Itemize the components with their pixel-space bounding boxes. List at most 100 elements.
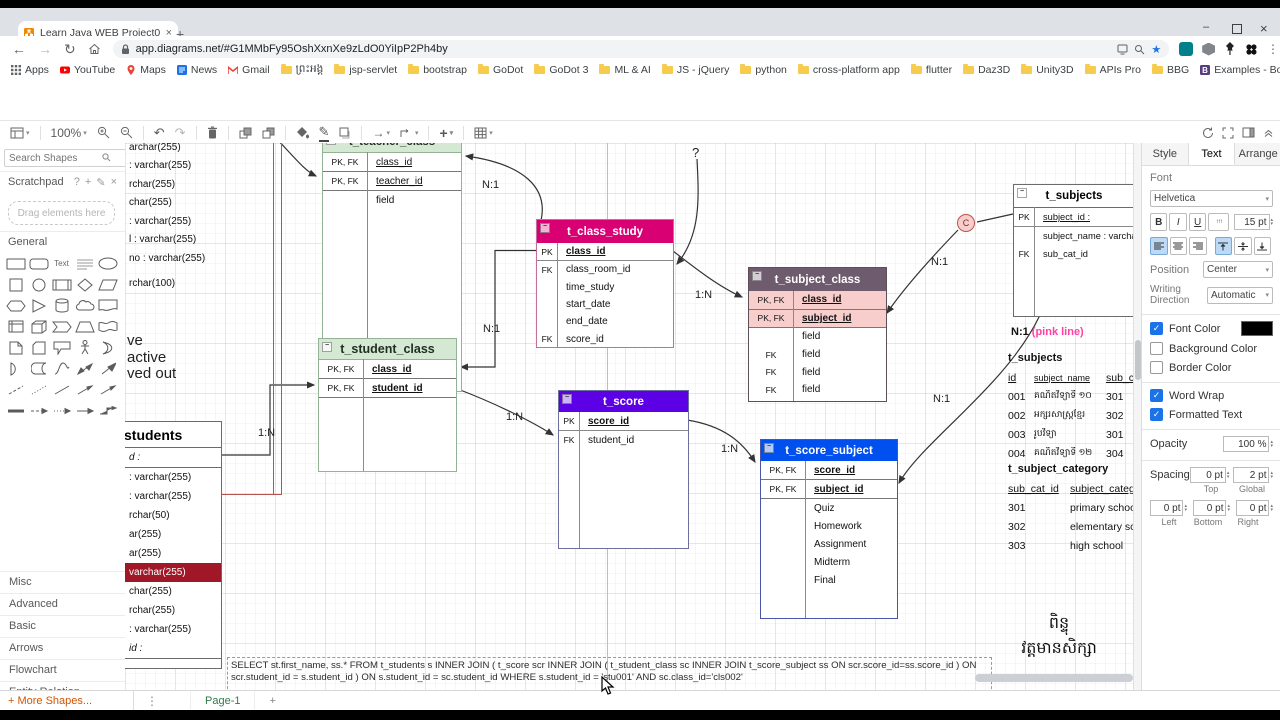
shape-document[interactable] [96,295,119,316]
font-color-swatch[interactable] [1241,321,1273,336]
bookmark-youtube[interactable]: YouTube [59,64,115,76]
spacing-global-input[interactable]: 2 pt [1233,467,1270,483]
shape-hexagon[interactable] [4,295,27,316]
shape-diamond[interactable] [73,274,96,295]
cardinality-label[interactable]: 1:N [695,289,713,301]
shape-line-arrow-2[interactable] [96,379,119,400]
shape-cloud[interactable] [73,295,96,316]
sidebar-section-basic[interactable]: Basic [0,615,125,637]
border-color-checkbox[interactable] [1150,361,1163,374]
zoom-in-icon[interactable] [97,126,110,139]
shape-actor[interactable] [73,337,96,358]
shape-cube[interactable] [27,316,50,337]
general-section-header[interactable]: General [0,231,125,252]
bold-button[interactable]: B [1150,213,1168,231]
collapse-icon[interactable]: − [326,143,336,145]
extension-icon-1[interactable] [1179,42,1194,56]
pages-menu-icon[interactable]: ⋮ [146,694,158,708]
collapse-toolbar-icon[interactable] [1263,127,1274,138]
cardinality-label[interactable]: N:1 [483,323,501,335]
bookmark-jsp-servlet[interactable]: jsp-servlet [334,64,397,76]
extension-icon-4[interactable] [1245,43,1258,56]
bookmark-cross-platform[interactable]: cross-platform app [797,64,900,76]
font-size-input[interactable]: 15 pt [1234,214,1270,230]
to-back-icon[interactable] [262,127,275,139]
italic-button[interactable]: I [1169,213,1187,231]
shape-rectangle[interactable] [4,253,27,274]
shape-dashed-line[interactable] [4,379,27,400]
er-table-t-students[interactable]: students d :: varchar(255): varchar(255)… [125,421,222,669]
scratchpad-add-icon[interactable]: + [84,176,92,188]
shape-solid-arrow[interactable] [73,400,96,421]
window-close-icon[interactable]: × [1260,21,1268,36]
collapse-icon[interactable]: − [540,223,550,233]
scratchpad-edit-icon[interactable]: ✎ [96,176,106,189]
align-center-button[interactable] [1169,237,1187,255]
shape-trapezoid[interactable] [73,316,96,337]
fullscreen-icon[interactable] [1222,127,1234,139]
valign-middle-button[interactable] [1234,237,1252,255]
window-minimize-icon[interactable]: – [1203,21,1210,33]
bookmark-daz3d[interactable]: Daz3D [963,64,1010,76]
shadow-icon[interactable] [339,127,351,139]
opacity-input[interactable]: 100 % [1223,436,1270,452]
redo-icon[interactable]: ↷ [174,124,186,140]
shape-square[interactable] [4,274,27,295]
valign-top-button[interactable] [1214,237,1232,255]
position-select[interactable]: Center▾ [1203,261,1273,278]
page-tab[interactable]: Page-1 [190,691,256,711]
sidebar-section-misc[interactable]: Misc [0,571,125,593]
connection-style-dropdown[interactable]: →▾ [372,125,390,140]
shape-card[interactable] [27,337,50,358]
sidebar-section-flowchart[interactable]: Flowchart [0,659,125,681]
shape-text[interactable]: Text [54,259,69,268]
bookmark-python[interactable]: python [740,64,787,76]
shape-arrow-ne[interactable] [96,358,119,379]
cardinality-label[interactable]: N:1 [933,393,951,405]
shape-line[interactable] [50,379,73,400]
send-to-device-icon[interactable] [1117,44,1128,55]
shape-curve[interactable] [50,358,73,379]
cardinality-label[interactable]: 1:N [721,443,739,455]
shape-dash-arrow[interactable] [27,400,50,421]
scratchpad-close-icon[interactable]: × [110,176,117,188]
collapse-icon[interactable]: − [322,342,332,352]
bookmark-js-jquery[interactable]: JS - jQuery [661,64,729,76]
tab-style[interactable]: Style [1142,143,1189,165]
bookmark-news[interactable]: News [176,64,217,76]
insert-dropdown[interactable]: +▾ [439,124,454,141]
bookmark-khmer-folder[interactable]: ព្រះអង្គ [280,63,323,78]
shape-callout[interactable] [50,337,73,358]
more-shapes-button[interactable]: + More Shapes... [0,691,134,711]
pink-line-legend[interactable]: N:1 (pink line) [1011,326,1084,338]
shape-thick-line[interactable] [4,400,27,421]
browser-menu-icon[interactable]: ⋮ [1267,42,1280,56]
extension-icon-2[interactable] [1202,42,1216,56]
horizontal-scrollbar-thumb[interactable] [975,674,1133,682]
font-size-spinner[interactable]: ▴▾ [1270,217,1274,227]
shape-bidirectional-arrow[interactable] [73,358,96,379]
shape-parallelogram[interactable] [96,274,119,295]
bookmark-flutter[interactable]: flutter [910,64,952,76]
shape-process[interactable] [50,274,73,295]
shape-dot-arrow[interactable] [50,400,73,421]
khmer-note[interactable]: ពិន្ទុ វត្តមានសិក្សា [1021,615,1097,657]
spacing-left-input[interactable]: 0 pt [1150,500,1184,516]
window-maximize-icon[interactable] [1232,24,1242,34]
bookmark-unity3d[interactable]: Unity3D [1021,64,1074,76]
shape-or[interactable] [96,337,119,358]
tab-arrange[interactable]: Arrange [1238,148,1278,160]
url-bar[interactable]: app.diagrams.net/#G1MMbFy95OshXxnXe9zLdO… [112,40,1170,58]
bookmark-apis-pro[interactable]: APIs Pro [1084,64,1141,76]
new-tab-icon[interactable]: + [176,26,185,42]
font-family-select[interactable]: Helvetica▾ [1150,190,1273,207]
cardinality-label[interactable]: N:1 [482,179,500,191]
home-icon[interactable] [88,43,101,55]
collapse-icon[interactable]: − [1017,188,1027,198]
